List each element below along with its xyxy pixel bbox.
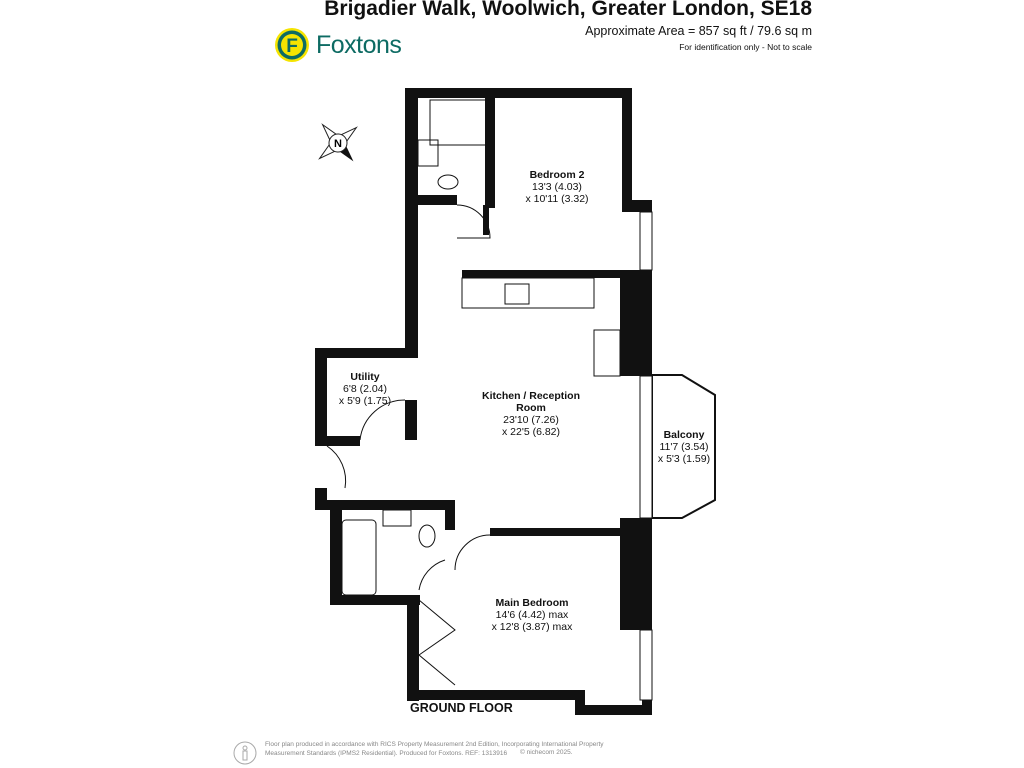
- kitchen-counter: [461, 277, 595, 309]
- hob-icon: [504, 283, 530, 305]
- compass-label: N: [334, 138, 342, 150]
- footer-text: Floor plan produced in accordance with R…: [265, 741, 604, 757]
- shower-icon: [429, 99, 489, 146]
- door-arc: [456, 204, 491, 239]
- bath-icon: [341, 519, 377, 596]
- sink-icon: [593, 329, 621, 377]
- door-arc: [454, 534, 491, 571]
- walls: [315, 88, 652, 715]
- logo-text: Foxtons: [316, 30, 402, 59]
- wardrobe-doors: [418, 599, 456, 686]
- person-icon: [233, 741, 257, 765]
- basin-icon: [382, 509, 412, 527]
- property-title: Brigadier Walk, Woolwich, Greater London…: [324, 0, 812, 20]
- door-arc: [359, 399, 406, 441]
- approximate-area: Approximate Area = 857 sq ft / 79.6 sq m: [585, 24, 812, 38]
- windows: [639, 211, 653, 701]
- foxtons-logo: F Foxtons: [274, 27, 402, 63]
- svg-text:F: F: [286, 36, 298, 57]
- door-arc: [326, 445, 347, 489]
- copyright: © nichecom 2025.: [520, 749, 573, 756]
- door-arc: [418, 559, 446, 591]
- compass-icon: [318, 123, 358, 162]
- foxtons-logo-icon: F: [275, 28, 309, 62]
- basin-icon: [417, 139, 439, 167]
- toilet-icon: [418, 524, 436, 548]
- fixtures: [326, 99, 621, 686]
- scale-note: For identification only - Not to scale: [679, 42, 812, 52]
- toilet-icon: [437, 174, 459, 190]
- floor-label: GROUND FLOOR: [410, 701, 513, 715]
